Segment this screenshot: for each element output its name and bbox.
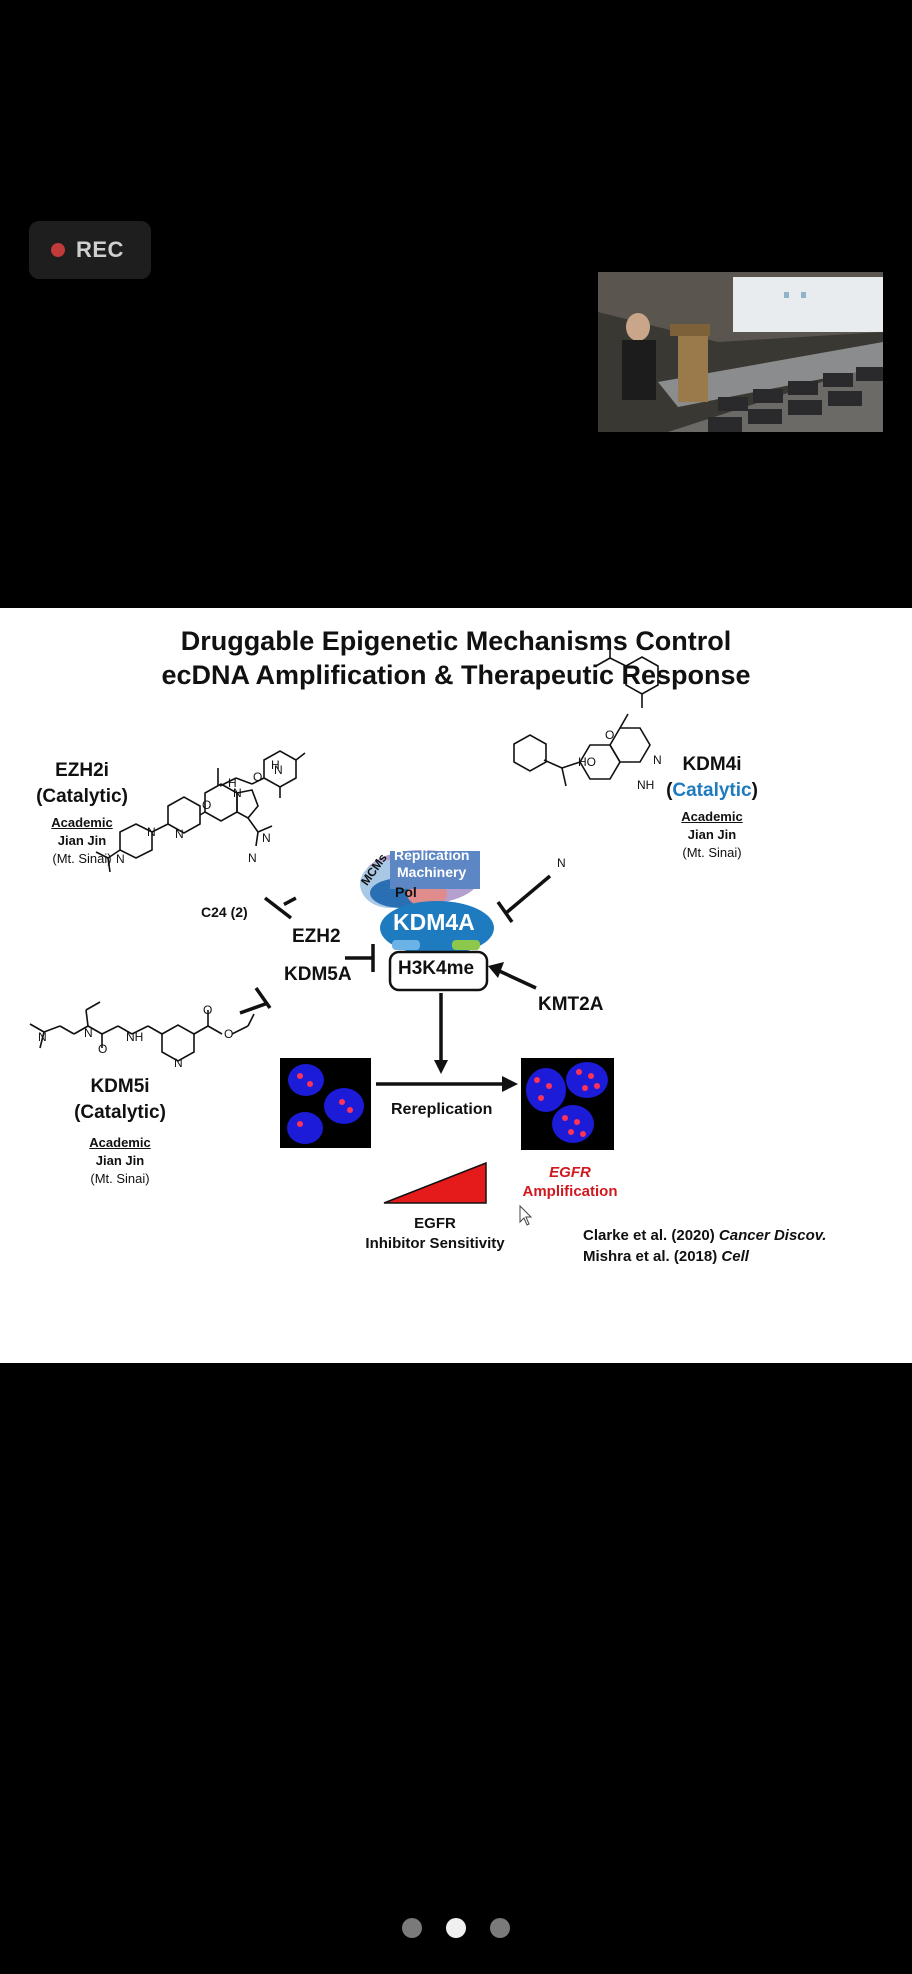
kdm4i-place: (Mt. Sinai) (682, 845, 742, 860)
kdm5i-type: (Catalytic) (74, 1102, 166, 1123)
atom-label: N (248, 851, 257, 865)
page-dot[interactable] (490, 1918, 510, 1938)
pol-label: Pol (395, 884, 417, 900)
ezh2-label: EZH2 (292, 926, 341, 947)
inhibitor-sensitivity-label: Inhibitor Sensitivity (365, 1235, 505, 1252)
atom-label: N (262, 831, 271, 845)
record-dot-icon (51, 243, 65, 257)
atom-label: N (84, 1026, 93, 1040)
presentation-slide: Druggable Epigenetic Mechanisms Control … (0, 608, 912, 1363)
atom-label: H (228, 776, 237, 790)
atom-label: N (653, 753, 662, 767)
reference-2: Mishra et al. (2018) Cell (583, 1248, 749, 1265)
nuclei-after (526, 1062, 608, 1143)
sensitivity-gradient (383, 1161, 487, 1204)
nuclei-before (287, 1064, 364, 1144)
egfr-label: EGFR (414, 1215, 456, 1232)
atom-label: N (274, 763, 283, 777)
kdm5i-structure (29, 1001, 255, 1062)
ezh2i-structure (95, 750, 306, 873)
pathway-arrows (376, 962, 537, 1092)
atom-label: N (233, 786, 242, 800)
atom-label: O (253, 770, 263, 784)
kdm5i-person: Jian Jin (95, 1153, 145, 1168)
references: Clarke et al. (2020) Cancer Discov. Mish… (583, 1225, 826, 1267)
kdm4i-person: Jian Jin (687, 827, 737, 842)
kmt2a-label: KMT2A (538, 994, 604, 1015)
reference-1: Clarke et al. (2020) Cancer Discov. (583, 1227, 827, 1244)
mouse-cursor-icon (519, 1204, 533, 1226)
page-indicator (0, 1918, 912, 1938)
atom-label: HO (578, 755, 596, 769)
kdm5a-label: KDM5A (284, 964, 352, 985)
atom-label: NH (637, 778, 655, 792)
kdm4i-name: KDM4i (682, 754, 742, 775)
atom-label: O (98, 1042, 108, 1056)
atom-label: N (174, 1056, 183, 1070)
inhibition-marks (239, 874, 552, 1015)
camera-preview[interactable] (598, 272, 883, 432)
ezh2i-category: Academic (51, 815, 113, 830)
atom-label: N (38, 1030, 47, 1044)
kdm4a-label: KDM4A (393, 909, 475, 935)
egfr-italic-label: EGFR (549, 1164, 591, 1181)
atom-label: NH (126, 1030, 144, 1044)
kdm4i-block: KDM4i (Catalytic) Academic Jian Jin (Mt.… (657, 752, 767, 862)
page-dot[interactable] (402, 1918, 422, 1938)
ezh2i-type: (Catalytic) (36, 786, 128, 807)
compound-label: C24 (2) (201, 904, 248, 920)
atom-label: H (271, 758, 280, 772)
atom-label: O (203, 1003, 213, 1017)
atom-label: N (116, 852, 125, 866)
atom-label: O (224, 1027, 234, 1041)
title-line-2: ecDNA Amplification & Therapeutic Respon… (161, 660, 751, 690)
atom-label: O (202, 798, 212, 812)
recording-indicator: REC (29, 221, 151, 279)
kdm4i-category: Academic (681, 809, 743, 824)
slide-title: Druggable Epigenetic Mechanisms Control … (0, 624, 912, 692)
h3k4me-label: H3K4me (398, 958, 475, 979)
amplification-label: Amplification (522, 1183, 618, 1200)
kdm5i-block: KDM5i (Catalytic) Academic Jian Jin (Mt.… (60, 1074, 180, 1188)
atom-label: O (605, 728, 615, 742)
kdm5i-place: (Mt. Sinai) (90, 1171, 150, 1186)
kdm4i-type: (Catalytic) (666, 780, 758, 801)
recording-label: REC (76, 237, 124, 262)
rereplication-label: Rereplication (391, 1101, 493, 1118)
kdm5i-category: Academic (89, 1135, 151, 1150)
atom-label: N (557, 856, 566, 870)
atom-label: N (147, 825, 156, 839)
kdm4i-structure (513, 642, 659, 787)
machinery-label: Machinery (397, 864, 467, 880)
lecture-hall-video (598, 272, 883, 432)
ezh2i-person: Jian Jin (57, 833, 107, 848)
ezh2i-block: EZH2i (Catalytic) Academic Jian Jin (Mt.… (22, 758, 142, 868)
atom-label: N (175, 827, 184, 841)
ezh2i-place: (Mt. Sinai) (52, 851, 112, 866)
cell-image-before (280, 1058, 371, 1148)
replication-label: Replication (394, 847, 470, 863)
kdm5i-name: KDM5i (90, 1076, 150, 1097)
page-dot-active[interactable] (446, 1918, 466, 1938)
kdm4a-complex (360, 850, 494, 992)
title-line-1: Druggable Epigenetic Mechanisms Control (180, 626, 732, 656)
egfr-amplification-label: EGFR Amplification (510, 1163, 630, 1201)
pathway-diagram (29, 642, 659, 1226)
cell-image-after (521, 1058, 614, 1150)
egfr-sensitivity-label: EGFR Inhibitor Sensitivity (355, 1214, 515, 1254)
ezh2i-name: EZH2i (55, 760, 109, 781)
